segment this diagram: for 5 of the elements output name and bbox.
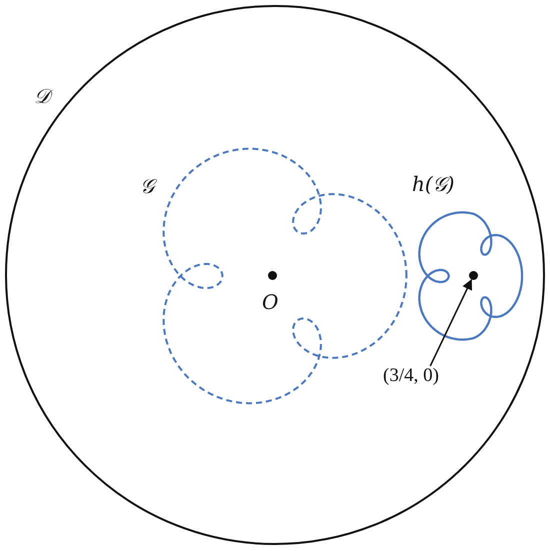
math-label: h(𝒢) <box>412 174 454 194</box>
arrow <box>430 279 472 366</box>
coordinate-label: (3/4, 0) <box>383 366 467 385</box>
math-label: O <box>262 292 278 312</box>
point <box>469 271 478 280</box>
